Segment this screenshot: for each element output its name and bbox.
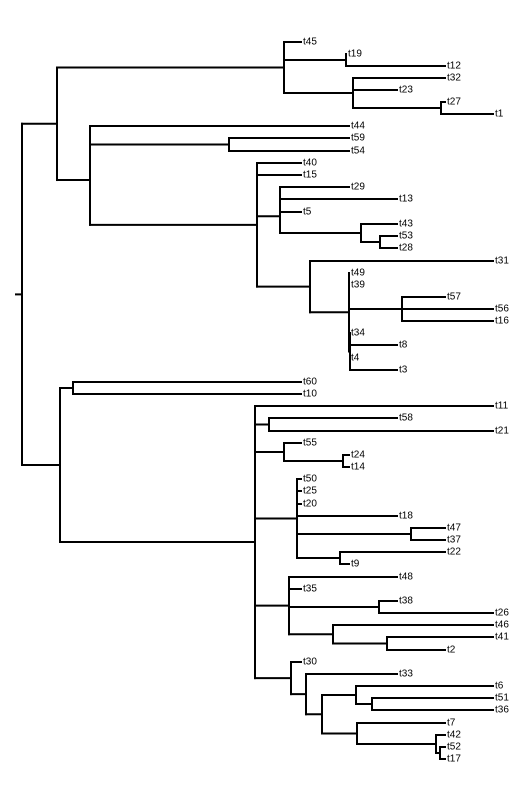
tip-label: t34 (351, 328, 365, 339)
tip-label: t60 (303, 377, 317, 388)
tip-label: t1 (495, 109, 504, 120)
tip-label: t43 (399, 219, 413, 230)
tree-branches (15, 41, 494, 760)
tip-label: t10 (303, 389, 317, 400)
tip-label: t46 (495, 620, 509, 631)
tip-label: t17 (447, 754, 461, 765)
tip-label: t28 (399, 243, 413, 254)
tip-label: t48 (399, 572, 413, 583)
tip-label: t20 (303, 499, 317, 510)
tip-label: t30 (303, 657, 317, 668)
tip-label: t33 (399, 669, 413, 680)
tip-label: t53 (399, 231, 413, 242)
tip-label: t32 (447, 73, 461, 84)
tip-label: t58 (399, 413, 413, 424)
tip-label: t4 (351, 353, 360, 364)
tip-label: t3 (399, 365, 408, 376)
tip-label: t15 (303, 170, 317, 181)
tip-label: t29 (351, 182, 365, 193)
tip-label: t13 (399, 194, 413, 205)
tip-label: t49 (351, 268, 365, 279)
tip-label: t39 (351, 280, 365, 291)
tip-label: t24 (351, 450, 365, 461)
tip-label: t27 (447, 97, 461, 108)
tip-label: t12 (447, 61, 461, 72)
tip-label: t51 (495, 693, 509, 704)
tip-label: t37 (447, 535, 461, 546)
tip-label: t11 (495, 401, 509, 412)
tip-label: t38 (399, 596, 413, 607)
tip-label: t22 (447, 547, 461, 558)
tip-label: t18 (399, 511, 413, 522)
tip-label: t54 (351, 146, 365, 157)
tip-label: t2 (447, 645, 456, 656)
tip-label: t23 (399, 85, 413, 96)
tip-label: t7 (447, 718, 456, 729)
tip-label: t25 (303, 486, 317, 497)
tip-label: t21 (495, 426, 509, 437)
tip-label: t56 (495, 304, 509, 315)
tip-label: t45 (303, 37, 317, 48)
tip-label: t19 (348, 49, 362, 60)
tip-label: t55 (303, 438, 317, 449)
tip-label: t47 (447, 523, 461, 534)
tip-label: t42 (447, 730, 461, 741)
tip-label: t44 (351, 121, 365, 132)
tip-label: t52 (447, 742, 461, 753)
tip-label: t16 (495, 316, 509, 327)
tip-label: t9 (351, 559, 360, 570)
tip-label: t31 (495, 256, 509, 267)
tip-label: t35 (303, 584, 317, 595)
tip-label: t50 (303, 474, 317, 485)
tip-label: t36 (495, 705, 509, 716)
tip-label: t6 (495, 681, 504, 692)
tip-label: t41 (495, 632, 509, 643)
tip-label: t40 (303, 158, 317, 169)
tip-label: t59 (351, 133, 365, 144)
tip-label: t14 (351, 462, 365, 473)
tip-label: t57 (447, 292, 461, 303)
tip-label: t5 (303, 207, 312, 218)
tip-label: t26 (495, 608, 509, 619)
tip-label: t8 (399, 340, 408, 351)
